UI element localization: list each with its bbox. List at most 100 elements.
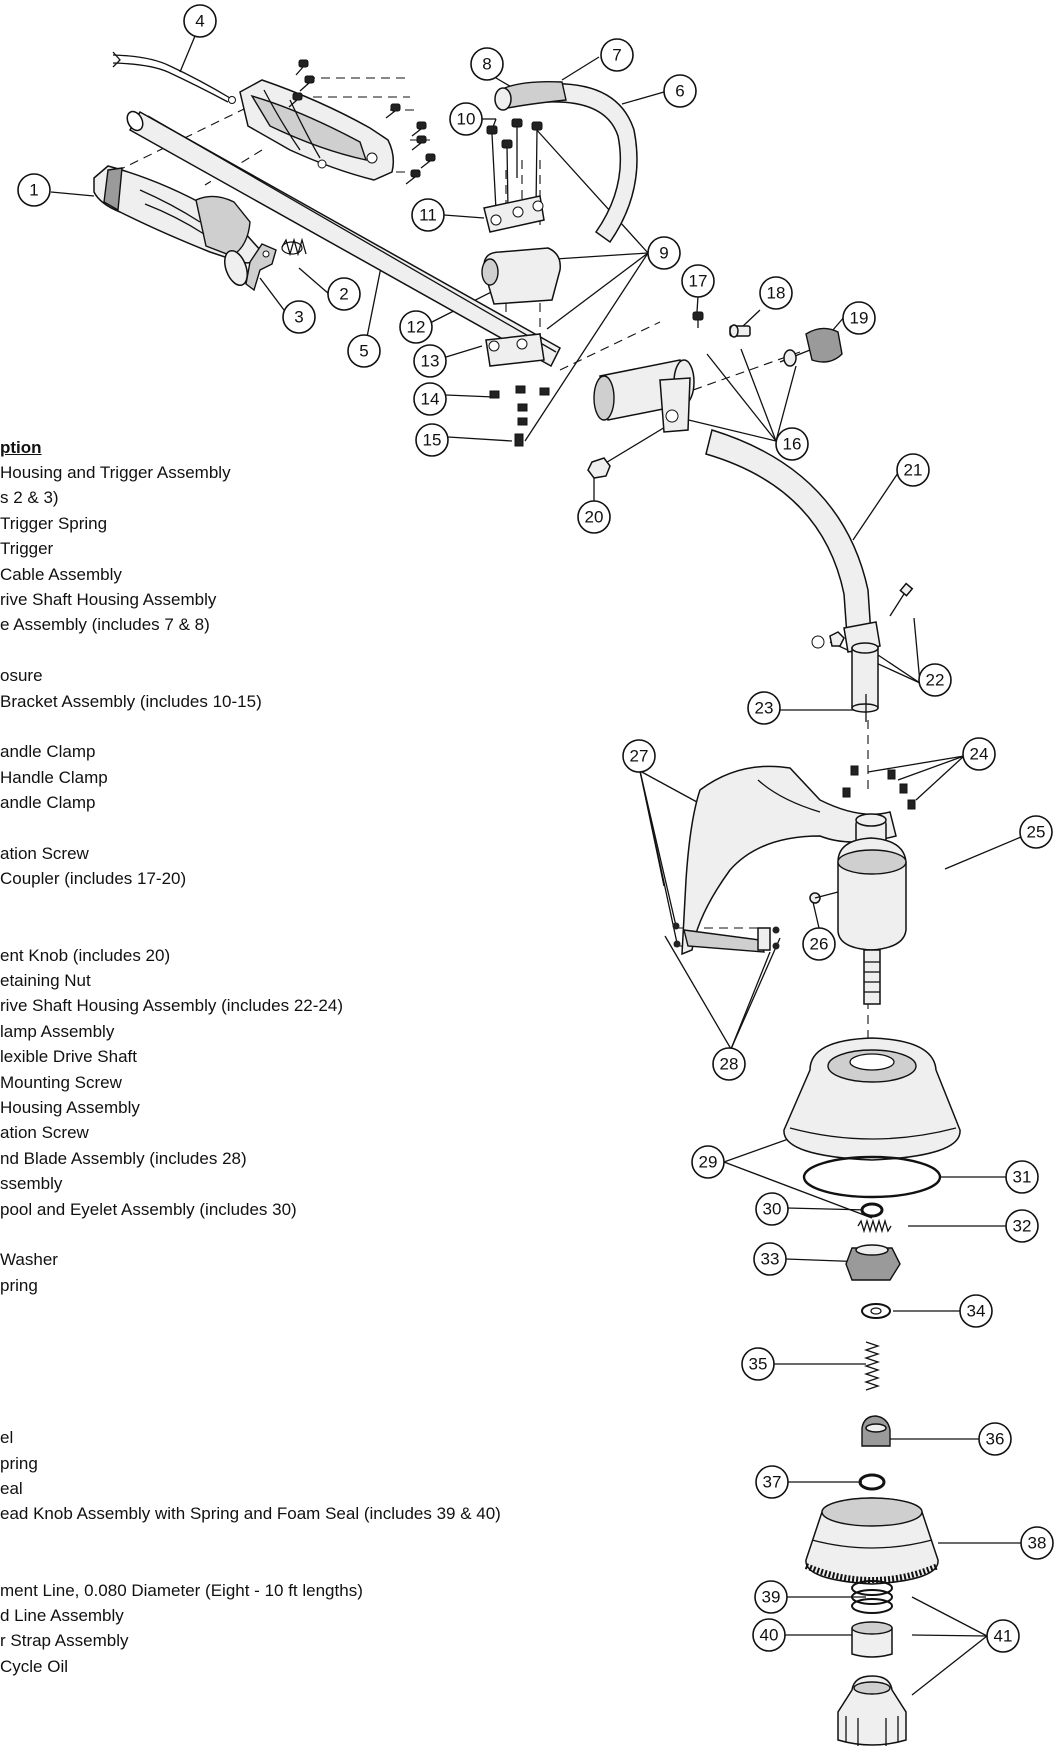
callout-34: 34 bbox=[959, 1294, 993, 1328]
callout-10: 10 bbox=[449, 102, 483, 136]
callout-32: 32 bbox=[1005, 1209, 1039, 1243]
svg-text:36: 36 bbox=[986, 1430, 1005, 1449]
description-line: Cycle Oil bbox=[0, 1656, 69, 1676]
callout-8: 8 bbox=[470, 47, 504, 81]
callout-18: 18 bbox=[759, 276, 793, 310]
svg-text:21: 21 bbox=[904, 461, 923, 480]
svg-text:2: 2 bbox=[339, 285, 348, 304]
svg-text:5: 5 bbox=[359, 342, 368, 361]
description-line: Washer bbox=[0, 1250, 58, 1270]
svg-text:1: 1 bbox=[29, 181, 38, 200]
description-line: Housing Assembly bbox=[0, 1098, 140, 1117]
description-line: lamp Assembly bbox=[0, 1021, 115, 1041]
callout-2: 2 bbox=[327, 277, 361, 311]
callout-4: 4 bbox=[183, 4, 217, 38]
description-line: etaining Nut bbox=[0, 971, 91, 990]
callout-30: 30 bbox=[755, 1192, 789, 1226]
svg-text:13: 13 bbox=[421, 352, 440, 371]
svg-text:34: 34 bbox=[967, 1302, 986, 1321]
svg-text:4: 4 bbox=[195, 12, 204, 31]
description-line: Handle Clamp bbox=[0, 767, 108, 787]
svg-text:3: 3 bbox=[294, 308, 303, 327]
description-line: Bracket Assembly (includes 10-15) bbox=[0, 691, 262, 711]
description-line: s 2 & 3) bbox=[0, 488, 59, 508]
trigger bbox=[245, 243, 277, 292]
description-line: ation Screw bbox=[0, 1123, 89, 1143]
callout-9: 9 bbox=[647, 236, 681, 270]
trimmer-head-assembly bbox=[783, 1037, 961, 1746]
trigger-spring bbox=[281, 237, 307, 257]
svg-text:35: 35 bbox=[749, 1355, 768, 1374]
description-line: Cable Assembly bbox=[0, 564, 122, 584]
description-line: Trigger Spring bbox=[0, 513, 108, 533]
svg-text:16: 16 bbox=[783, 435, 802, 454]
callout-15: 15 bbox=[415, 423, 449, 457]
upper-drive-shaft-housing bbox=[126, 110, 561, 368]
callout-28: 28 bbox=[712, 1047, 746, 1081]
svg-text:12: 12 bbox=[407, 318, 426, 337]
svg-text:7: 7 bbox=[612, 46, 621, 65]
description-line: lexible Drive Shaft bbox=[0, 1047, 138, 1067]
callout-13: 13 bbox=[413, 344, 447, 378]
callout-7: 7 bbox=[600, 38, 634, 72]
callout-31: 31 bbox=[1005, 1160, 1039, 1194]
svg-text:14: 14 bbox=[421, 390, 440, 409]
svg-text:11: 11 bbox=[419, 206, 437, 225]
svg-text:37: 37 bbox=[763, 1473, 782, 1492]
callout-19: 19 bbox=[842, 301, 876, 335]
svg-text:24: 24 bbox=[970, 745, 989, 764]
svg-text:19: 19 bbox=[850, 309, 869, 328]
svg-text:32: 32 bbox=[1013, 1217, 1032, 1236]
description-line: pring bbox=[0, 1275, 38, 1295]
callout-14: 14 bbox=[413, 382, 447, 416]
throttle-cable-assembly bbox=[112, 51, 236, 104]
callout-1: 1 bbox=[17, 173, 51, 207]
svg-text:38: 38 bbox=[1028, 1534, 1047, 1553]
svg-text:17: 17 bbox=[689, 272, 708, 291]
callout-40: 40 bbox=[752, 1618, 786, 1652]
svg-text:33: 33 bbox=[761, 1250, 780, 1269]
description-line: andle Clamp bbox=[0, 742, 96, 762]
description-line: andle Clamp bbox=[0, 793, 96, 813]
description-line: pool and Eyelet Assembly (includes 30) bbox=[0, 1199, 297, 1219]
callout-36: 36 bbox=[978, 1422, 1012, 1456]
description-line: rive Shaft Housing Assembly (includes 22… bbox=[0, 996, 343, 1016]
callout-35: 35 bbox=[741, 1347, 775, 1381]
handle-bracket-assembly bbox=[481, 118, 561, 447]
upper-handle-housing bbox=[239, 59, 436, 185]
callout-21: 21 bbox=[896, 453, 930, 487]
description-line: eal bbox=[0, 1479, 23, 1498]
svg-text:9: 9 bbox=[659, 244, 668, 263]
callout-25: 25 bbox=[1019, 815, 1053, 849]
description-line: ation Screw bbox=[0, 844, 89, 863]
description-line: pring bbox=[0, 1453, 38, 1473]
description-line: r Strap Assembly bbox=[0, 1631, 129, 1651]
svg-text:30: 30 bbox=[763, 1200, 782, 1219]
description-line: Coupler (includes 17-20) bbox=[0, 869, 187, 889]
callout-27: 27 bbox=[622, 739, 656, 773]
callout-22: 22 bbox=[918, 663, 952, 697]
svg-text:18: 18 bbox=[767, 284, 786, 303]
callout-26: 26 bbox=[802, 927, 836, 961]
callout-41: 41 bbox=[986, 1619, 1020, 1653]
callout-29: 29 bbox=[691, 1145, 725, 1179]
callout-5: 5 bbox=[347, 334, 381, 368]
description-line: ment Line, 0.080 Diameter (Eight - 10 ft… bbox=[0, 1580, 363, 1600]
coupler-assembly bbox=[587, 311, 843, 479]
callout-12: 12 bbox=[399, 310, 433, 344]
svg-text:8: 8 bbox=[482, 55, 491, 74]
callout-38: 38 bbox=[1020, 1526, 1054, 1560]
callout-33: 33 bbox=[753, 1242, 787, 1276]
callout-20: 20 bbox=[577, 500, 611, 534]
callout-16: 16 bbox=[775, 427, 809, 461]
description-line: osure bbox=[0, 666, 43, 686]
description-line: e Assembly (includes 7 & 8) bbox=[0, 615, 210, 635]
housing-screws bbox=[288, 59, 436, 185]
handle-housing-assembly bbox=[93, 165, 263, 287]
svg-text:41: 41 bbox=[994, 1627, 1013, 1646]
svg-text:22: 22 bbox=[926, 671, 945, 690]
description-line: ent Knob (includes 20) bbox=[0, 945, 171, 965]
description-line: Mounting Screw bbox=[0, 1072, 122, 1092]
description-line: Trigger bbox=[0, 539, 54, 559]
